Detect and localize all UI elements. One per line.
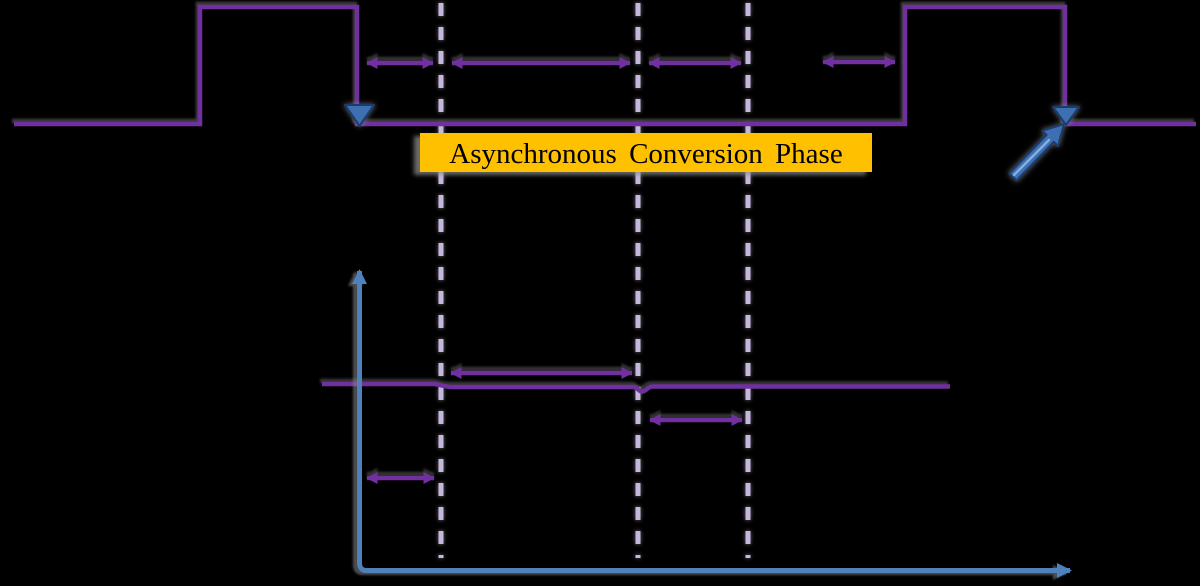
falling-edge-marker-icon xyxy=(1052,106,1080,126)
blue-markers-group xyxy=(344,104,1080,182)
falling-edge-markers xyxy=(344,104,1080,127)
conversion-phase-banner xyxy=(420,133,872,172)
clock-waveform-group xyxy=(14,4,1196,127)
pointer-arrow-highlight xyxy=(1012,138,1051,177)
conversion-phase-banner-label: Asynchronous Conversion Phase xyxy=(449,138,842,170)
cnv-clock-waveform xyxy=(14,4,1196,127)
signal-level-line xyxy=(322,381,950,394)
phase-boundary-dashed-lines xyxy=(438,3,751,558)
falling-edge-marker-icon xyxy=(344,104,375,127)
signal-axis xyxy=(352,269,1072,578)
axis-group xyxy=(352,269,1072,578)
signal-level-group xyxy=(322,381,950,394)
conversion-phase-banner-group: Asynchronous Conversion Phase xyxy=(420,133,872,172)
